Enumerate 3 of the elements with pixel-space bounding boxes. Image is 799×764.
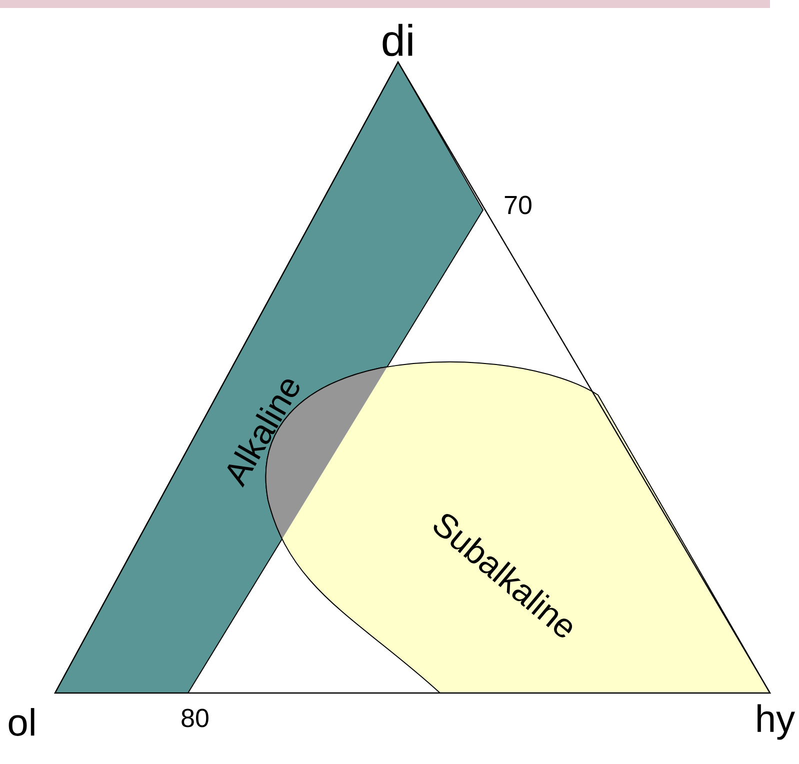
vertex-label: ol [8,708,34,736]
tick-label: 80 [182,708,208,728]
vertex-label: hy [758,704,795,740]
